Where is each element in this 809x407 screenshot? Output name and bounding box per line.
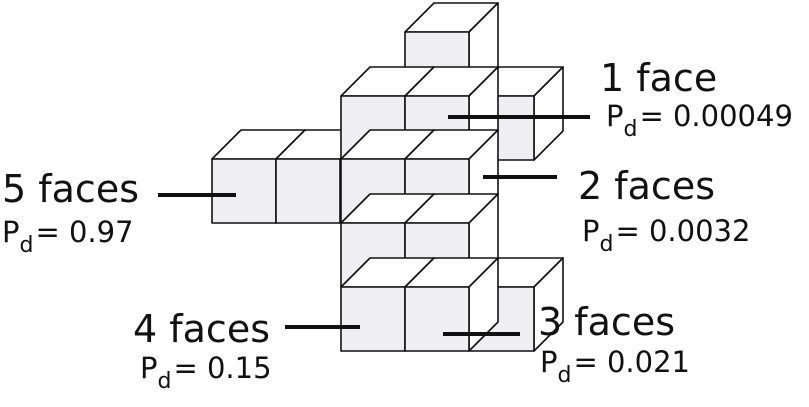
label-3-faces-probability: Pd= 0.021	[540, 345, 690, 388]
cube-col2-row4-front-face	[404, 286, 470, 352]
p-value: = 0.021	[573, 345, 690, 379]
label-1-face: 1 face Pd= 0.00049	[600, 56, 793, 142]
p-symbol: P	[140, 351, 158, 385]
label-1-face-probability: Pd= 0.00049	[606, 99, 793, 142]
cube-col1-row4-front-face	[340, 286, 406, 352]
p-value: = 0.15	[173, 351, 271, 385]
p-value: = 0.00049	[639, 99, 792, 133]
p-subscript: d	[624, 117, 638, 142]
cube-left-arm-front-face	[275, 158, 341, 224]
label-2-faces-title: 2 faces	[578, 164, 715, 208]
p-symbol: P	[606, 99, 624, 133]
cube-left-arm-end-front-face	[211, 158, 277, 224]
label-2-faces-probability: Pd= 0.0032	[582, 214, 750, 257]
label-4-faces-probability: Pd= 0.15	[140, 351, 272, 394]
label-4-faces-title: 4 faces	[133, 307, 270, 351]
label-1-face-title: 1 face	[600, 56, 717, 100]
p-subscript: d	[558, 363, 572, 388]
p-symbol: P	[2, 215, 20, 249]
label-5-faces-probability: Pd= 0.97	[2, 215, 134, 258]
label-4-faces: 4 faces Pd= 0.15	[133, 307, 272, 394]
p-subscript: d	[600, 232, 614, 257]
label-3-faces-title: 3 faces	[538, 300, 675, 344]
label-3-faces: 3 faces Pd= 0.021	[538, 300, 690, 388]
p-subscript: d	[20, 233, 34, 258]
label-5-faces-title: 5 faces	[2, 167, 139, 211]
leader-lines	[158, 115, 590, 336]
p-subscript: d	[158, 369, 172, 394]
p-value: = 0.97	[35, 215, 133, 249]
p-value: = 0.0032	[615, 214, 750, 248]
label-5-faces: 5 faces Pd= 0.97	[2, 167, 139, 258]
label-2-faces: 2 faces Pd= 0.0032	[578, 164, 750, 257]
p-symbol: P	[540, 345, 558, 379]
p-symbol: P	[582, 214, 600, 248]
